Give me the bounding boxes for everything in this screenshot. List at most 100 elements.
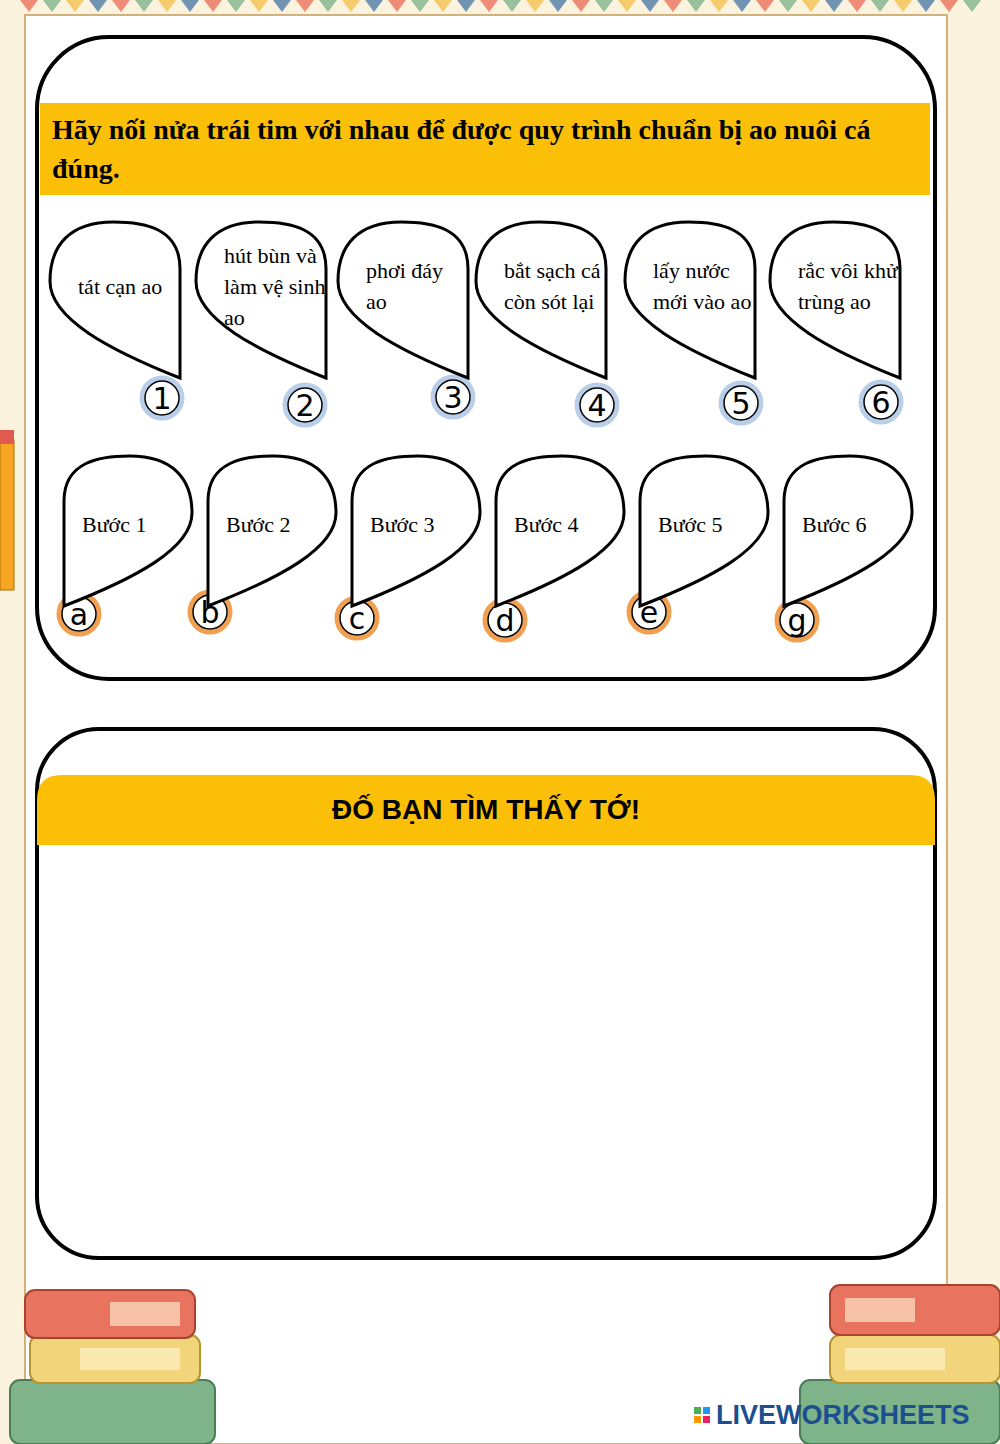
step-number-half-heart: Bước 2 bbox=[206, 456, 336, 606]
callout-number: 2 bbox=[288, 388, 322, 422]
callout-number: d bbox=[488, 603, 522, 637]
pennant bbox=[112, 0, 130, 12]
text-area: lấy nước mới vào ao bbox=[653, 230, 755, 342]
half-heart-shape bbox=[352, 456, 480, 606]
step-half-heart: lấy nước mới vào ao bbox=[625, 222, 757, 378]
pennant bbox=[388, 0, 406, 12]
pennant bbox=[89, 0, 107, 12]
pennant bbox=[940, 0, 958, 12]
pennant bbox=[756, 0, 774, 12]
step-number-half-heart: Bước 6 bbox=[782, 456, 912, 606]
half-heart-outline bbox=[338, 222, 470, 378]
callout-number: c bbox=[340, 601, 374, 635]
callout-ring bbox=[864, 385, 898, 419]
callout-number: b bbox=[193, 595, 227, 629]
callout-ring bbox=[632, 595, 666, 629]
half-heart-shape bbox=[476, 222, 606, 378]
pennant bbox=[963, 0, 981, 12]
watermark: LIVEWORKSHEETS bbox=[716, 1400, 970, 1431]
text-area: phơi đáy ao bbox=[366, 230, 468, 342]
task-panel bbox=[37, 37, 935, 679]
half-heart-shape bbox=[338, 222, 468, 378]
step-text: Bước 6 bbox=[802, 509, 867, 540]
pennant bbox=[227, 0, 245, 12]
half-heart-shape bbox=[784, 456, 912, 606]
callout-ring bbox=[340, 601, 374, 635]
text-area: Bước 6 bbox=[802, 476, 902, 572]
half-heart-shape bbox=[196, 222, 326, 378]
pencil-left bbox=[0, 430, 14, 590]
half-heart-shape bbox=[640, 456, 768, 606]
callout-number: 4 bbox=[580, 388, 614, 422]
pennant bbox=[250, 0, 268, 12]
callout-circle bbox=[721, 383, 761, 423]
step-text: hút bùn và làm vệ sinh ao bbox=[224, 240, 326, 333]
step-text: tát cạn ao bbox=[78, 271, 162, 302]
step-text: lấy nước mới vào ao bbox=[653, 255, 755, 317]
callout-circle bbox=[577, 385, 617, 425]
text-area: tát cạn ao bbox=[78, 230, 180, 342]
callout-number: 5 bbox=[724, 386, 758, 420]
step-half-heart: hút bùn và làm vệ sinh ao bbox=[196, 222, 328, 378]
pennant bbox=[158, 0, 176, 12]
step-number-half-heart: Bước 4 bbox=[494, 456, 624, 606]
text-area: Bước 3 bbox=[370, 476, 470, 572]
callout-number: 1 bbox=[145, 381, 179, 415]
callout-ring bbox=[145, 381, 179, 415]
text-area: hút bùn và làm vệ sinh ao bbox=[224, 230, 326, 342]
callout-circle bbox=[485, 600, 525, 640]
pennant bbox=[641, 0, 659, 12]
pennant bbox=[733, 0, 751, 12]
text-area: Bước 2 bbox=[226, 476, 326, 572]
callout-circle bbox=[285, 385, 325, 425]
callout-circle bbox=[861, 382, 901, 422]
half-heart-shape bbox=[64, 456, 192, 606]
pennant bbox=[319, 0, 337, 12]
callout-number: e bbox=[632, 595, 666, 629]
half-heart-shape bbox=[770, 222, 900, 378]
step-number-half-heart: Bước 1 bbox=[62, 456, 192, 606]
pennant bbox=[457, 0, 475, 12]
callout-circle bbox=[337, 598, 377, 638]
pennant bbox=[434, 0, 452, 12]
step-half-heart: rắc vôi khử trùng ao bbox=[770, 222, 902, 378]
pennant bbox=[894, 0, 912, 12]
pennant bbox=[20, 0, 38, 12]
text-area: bắt sạch cá còn sót lại bbox=[504, 230, 606, 342]
step-half-heart: tát cạn ao bbox=[50, 222, 182, 378]
half-heart-shape bbox=[496, 456, 624, 606]
text-area: Bước 1 bbox=[82, 476, 182, 572]
section-heading: ĐỐ BẠN TÌM THẤY TỚ! bbox=[37, 775, 935, 845]
pennant bbox=[181, 0, 199, 12]
half-heart-shape bbox=[625, 222, 755, 378]
callout-circles bbox=[59, 377, 901, 640]
pennant bbox=[802, 0, 820, 12]
callout-number: a bbox=[62, 597, 96, 631]
step-half-heart: bắt sạch cá còn sót lại bbox=[476, 222, 608, 378]
text-area: rắc vôi khử trùng ao bbox=[798, 230, 900, 342]
half-heart-shape bbox=[50, 222, 180, 378]
pennant bbox=[526, 0, 544, 12]
callout-ring bbox=[780, 603, 814, 637]
callout-circle bbox=[142, 378, 182, 418]
callout-ring bbox=[724, 386, 758, 420]
step-number-half-heart: Bước 5 bbox=[638, 456, 768, 606]
step-text: Bước 2 bbox=[226, 509, 291, 540]
pennant bbox=[848, 0, 866, 12]
pennant bbox=[618, 0, 636, 12]
half-heart-outline bbox=[50, 222, 182, 378]
step-text: bắt sạch cá còn sót lại bbox=[504, 255, 606, 317]
pennant bbox=[503, 0, 521, 12]
step-text: Bước 4 bbox=[514, 509, 579, 540]
pennant bbox=[572, 0, 590, 12]
pennant bbox=[871, 0, 889, 12]
watermark-icon bbox=[694, 1407, 710, 1423]
pennant bbox=[664, 0, 682, 12]
pennant bbox=[273, 0, 291, 12]
step-text: Bước 1 bbox=[82, 509, 147, 540]
books-left bbox=[10, 1290, 215, 1444]
callout-number: 3 bbox=[436, 380, 470, 414]
pennant bbox=[296, 0, 314, 12]
callout-ring bbox=[288, 388, 322, 422]
pennant bbox=[365, 0, 383, 12]
